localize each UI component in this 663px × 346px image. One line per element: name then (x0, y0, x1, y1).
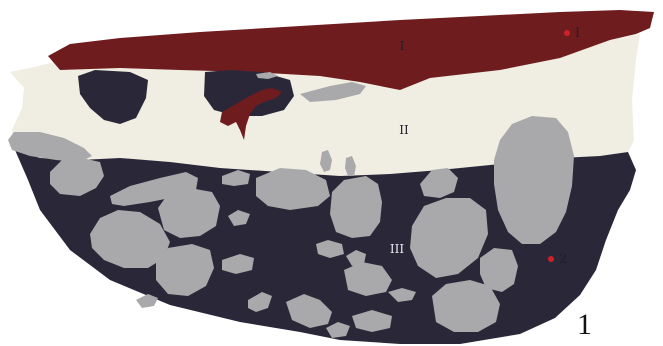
sample-point-1-label: I (575, 26, 580, 41)
sample-point-1-marker (564, 30, 570, 36)
layer-label-ii: II (399, 123, 409, 137)
figure-number: 1 (577, 308, 592, 341)
layer-label-i: I (400, 39, 405, 53)
sample-point-2-label: 2 (559, 252, 567, 267)
sample-point-2-marker (548, 256, 554, 262)
layer-label-iii: III (390, 242, 404, 256)
